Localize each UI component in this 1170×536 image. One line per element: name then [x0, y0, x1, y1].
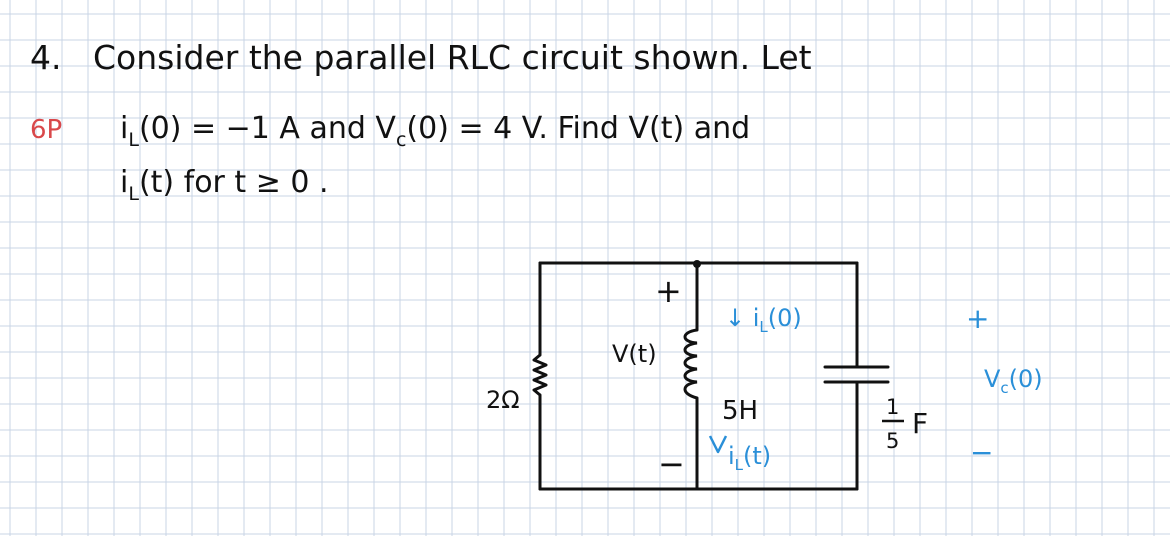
resistor-label: 2Ω: [486, 386, 520, 414]
voltage-plus-sign: +: [655, 272, 682, 310]
problem-line-1: Consider the parallel RLC circuit shown.…: [93, 38, 812, 77]
resistor-symbol: [532, 353, 548, 397]
voltage-label: V(t): [612, 340, 657, 368]
inductor-symbol: [683, 328, 698, 400]
voltage-minus-sign: −: [658, 445, 685, 483]
capacitance-unit: F: [912, 407, 928, 440]
problem-line-2: iL(0) = −1 A and Vc(0) = 4 V. Find V(t) …: [120, 111, 750, 151]
capacitance-numerator: 1: [886, 395, 899, 419]
capacitor-voltage-plus: +: [966, 302, 989, 335]
problem-line-3: iL(t) for t ≥ 0 .: [120, 165, 329, 205]
capacitor-voltage-minus: −: [970, 436, 993, 469]
circuit-wires: [538, 261, 859, 491]
capacitor-symbol: [823, 365, 890, 384]
capacitance-denominator: 5: [886, 429, 899, 453]
problem-number: 4.: [30, 38, 62, 77]
inductor-current-label: iL(t): [728, 442, 771, 474]
points-label: 6P: [30, 115, 62, 145]
initial-inductor-current-label: ↓ iL(0): [725, 304, 802, 336]
inductor-label: 5H: [722, 396, 758, 426]
inductor-current-arrow-icon: [708, 435, 728, 454]
initial-capacitor-voltage-label: Vc(0): [984, 365, 1043, 397]
top-node-dot: [693, 260, 701, 268]
